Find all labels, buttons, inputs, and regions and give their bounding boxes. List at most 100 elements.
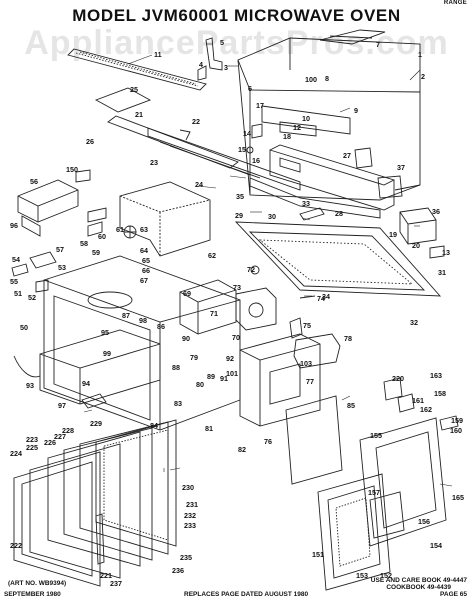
callout: 63 (140, 225, 148, 234)
callout: 157 (368, 488, 380, 497)
callout: 62 (208, 251, 216, 260)
part-37 (377, 175, 403, 199)
callout: 86 (157, 322, 165, 331)
callout: 34 (322, 292, 330, 301)
callout: 4 (199, 60, 203, 69)
callout: 87 (122, 311, 130, 320)
callout: 226 (44, 438, 56, 447)
callout: 100 (305, 75, 317, 84)
part-160 (397, 393, 415, 413)
duct-18 (269, 144, 395, 211)
callout: 28 (335, 209, 343, 218)
callout: 18 (283, 132, 291, 141)
callout: 237 (110, 579, 122, 588)
callout: 19 (389, 230, 397, 239)
callout: 80 (196, 380, 204, 389)
callout: 82 (238, 445, 246, 454)
callout: 57 (56, 245, 64, 254)
top-strip (67, 48, 207, 91)
callout: 79 (190, 353, 198, 362)
callout: 13 (442, 248, 450, 257)
callout: 12 (293, 123, 301, 132)
callout: 65 (142, 256, 150, 265)
part-60 (87, 221, 103, 237)
callout: 74 (317, 294, 325, 303)
callout: 155 (370, 431, 382, 440)
callout: 3 (224, 63, 228, 72)
callout: 55 (10, 277, 18, 286)
callout: 233 (184, 521, 196, 530)
callout: 61 (116, 225, 124, 234)
callout: 70 (232, 333, 240, 342)
callout: 225 (26, 443, 38, 452)
callout: 24 (195, 180, 203, 189)
part-96 (81, 393, 107, 409)
callout: 88 (172, 363, 180, 372)
callout: 165 (452, 493, 464, 502)
callout: 99 (103, 349, 111, 358)
callout: 52 (28, 293, 36, 302)
callout: 97 (58, 401, 66, 410)
callout: 37 (397, 163, 405, 172)
callout: 98 (139, 316, 147, 325)
callout: 71 (210, 309, 218, 318)
footer-page: PAGE 65 (440, 591, 467, 598)
callout: 29 (235, 211, 243, 220)
switch-assembly (399, 207, 445, 259)
part-14 (251, 123, 263, 139)
part-75 (289, 317, 303, 339)
control-box-77 (239, 333, 321, 427)
frame-154 (359, 417, 447, 547)
callout: 96 (10, 221, 18, 230)
callout: 159 (451, 416, 463, 425)
callout: 230 (182, 483, 194, 492)
callout: 14 (243, 129, 251, 138)
outer-case (237, 29, 421, 201)
panel-31 (234, 221, 442, 297)
callout: 220 (392, 374, 404, 383)
callout: 85 (347, 401, 355, 410)
callout: 2 (421, 72, 425, 81)
callout: 6 (248, 84, 252, 93)
use-care-book: USE AND CARE BOOK 49-4447 (370, 577, 467, 584)
callout: 224 (10, 449, 22, 458)
callout: 67 (140, 276, 148, 285)
callout: 152 (380, 571, 392, 580)
callout: 73 (233, 283, 241, 292)
callout: 81 (205, 424, 213, 433)
part-55 (11, 263, 29, 277)
vent-box (17, 179, 79, 237)
frame-150 (317, 473, 391, 591)
part-27 (354, 147, 373, 169)
part-58 (87, 207, 107, 223)
callout: 161 (412, 396, 424, 405)
callout: 11 (154, 50, 162, 59)
part-158 (439, 415, 459, 431)
callout: 59 (92, 248, 100, 257)
callout: 10 (302, 114, 310, 123)
fuse-72 (250, 265, 260, 275)
footer-replaces: REPLACES PAGE DATED AUGUST 1980 (184, 591, 309, 598)
callout: 83 (174, 399, 182, 408)
tray-93 (39, 329, 161, 405)
callout: 51 (14, 289, 22, 298)
callout: 95 (101, 328, 109, 337)
page-title: MODEL JVM60001 MICROWAVE OVEN (72, 6, 401, 25)
transformer-69 (179, 279, 237, 335)
callout: 8 (325, 74, 329, 83)
panel-9 (261, 105, 351, 135)
callout: 69 (183, 289, 191, 298)
callout: 84 (150, 421, 158, 430)
callout: 17 (256, 101, 264, 110)
callout: 1 (418, 50, 422, 59)
callout: 9 (354, 106, 358, 115)
wire-92 (13, 355, 41, 378)
part-165 (383, 377, 403, 401)
callout: 151 (312, 550, 324, 559)
callout: 26 (86, 137, 94, 146)
callout: 89 (207, 372, 215, 381)
shroud-78 (293, 333, 341, 369)
callout: 27 (343, 151, 351, 160)
